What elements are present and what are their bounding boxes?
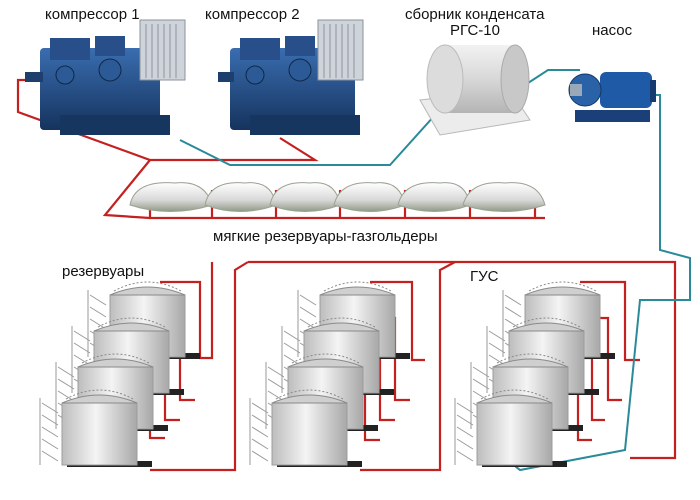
gus-label: ГУС bbox=[470, 268, 499, 285]
condensate-collector-icon bbox=[419, 44, 531, 136]
tank-group-3 bbox=[454, 281, 615, 467]
tank-icon bbox=[39, 389, 152, 467]
gasholder-row bbox=[129, 182, 546, 212]
tanks-label: резервуары bbox=[62, 263, 145, 280]
pump-label: насос bbox=[592, 22, 633, 39]
compressor-2-label: компрессор 2 bbox=[205, 6, 300, 23]
tank-icon bbox=[454, 389, 567, 467]
compressor-1-label: компрессор 1 bbox=[45, 6, 140, 23]
tank-group-1 bbox=[39, 281, 200, 467]
compressor-2 bbox=[218, 19, 364, 135]
collector-label: сборник конденсата bbox=[405, 6, 545, 23]
tank-group-2 bbox=[249, 281, 410, 467]
gasholders-label: мягкие резервуары-газгольдеры bbox=[213, 228, 438, 245]
tank-icon bbox=[249, 389, 362, 467]
collector-model-label: РГС-10 bbox=[450, 22, 500, 39]
compressor-icon bbox=[218, 19, 364, 135]
pump bbox=[568, 72, 656, 122]
condensate-collector bbox=[419, 44, 531, 136]
compressor-1 bbox=[25, 19, 186, 135]
pump-icon bbox=[568, 72, 656, 122]
compressor-icon bbox=[25, 19, 186, 135]
gasholder-icon bbox=[129, 182, 546, 212]
tank-groups bbox=[39, 281, 615, 467]
